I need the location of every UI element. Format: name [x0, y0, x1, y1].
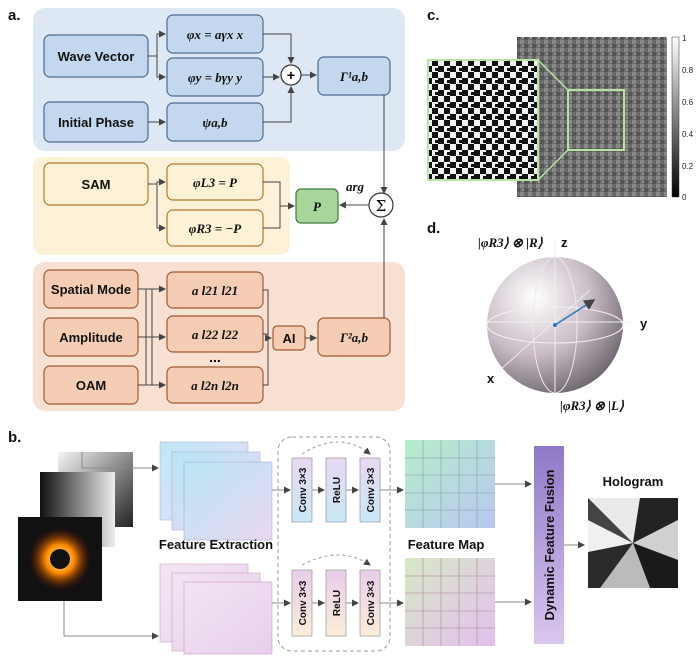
conv-chain-bottom: Conv 3×3 ReLU Conv 3×3 [291, 554, 381, 637]
conv2-top-label: Conv 3×3 [366, 467, 377, 512]
sam-connectors [148, 178, 369, 232]
arg-label: arg [346, 179, 365, 194]
relu-bottom-label: ReLU [332, 590, 343, 616]
a21-formula: a l21 l21 [192, 283, 238, 298]
hologram-label: Hologram [603, 474, 664, 489]
axis-z-label: z [561, 235, 568, 250]
ai-box: AI [272, 325, 306, 351]
feature-map-top [405, 440, 495, 528]
conv2-bottom-label: Conv 3×3 [366, 580, 377, 625]
conv1-top-label: Conv 3×3 [298, 467, 309, 512]
panel-label-c: c. [427, 7, 440, 24]
ai-label: AI [283, 331, 296, 346]
initial-phase-label: Initial Phase [58, 115, 134, 130]
plus-symbol: + [287, 67, 295, 83]
initial-phase-box: Initial Phase [43, 101, 149, 143]
plus-node: + [280, 64, 302, 86]
oam-box: OAM [43, 365, 139, 405]
sam-label: SAM [82, 177, 111, 192]
tick-0.4: 0.4 [682, 130, 694, 139]
gamma1-formula: Γ¹a,b [339, 69, 368, 84]
tick-0.2: 0.2 [682, 162, 694, 171]
gamma2-box: Γ²a,b [317, 317, 391, 357]
axis-y-label: y [640, 316, 648, 331]
tick-0: 0 [682, 193, 687, 202]
tick-1: 1 [682, 34, 687, 43]
colorbar [671, 36, 680, 198]
ellipsis: ... [209, 349, 221, 365]
wave-vector-label: Wave Vector [58, 49, 135, 64]
zoom-line-top [537, 59, 569, 91]
dynamic-fusion-box [534, 446, 564, 644]
relu-top-label: ReLU [332, 477, 343, 503]
a22-formula: a l22 l22 [192, 327, 239, 342]
phase-map-zoom [427, 59, 539, 181]
colorbar-ticks: 1 0.8 0.6 0.4 0.2 0 [682, 34, 694, 202]
wave-vector-box: Wave Vector [43, 34, 149, 78]
a22-box: a l22 l22 [166, 315, 264, 353]
spatial-mode-box: Spatial Mode [43, 269, 139, 309]
amplitude-box: Amplitude [43, 317, 139, 357]
phi-x-formula: φx = aγx x [187, 27, 244, 42]
panel-label-b: b. [8, 429, 21, 446]
fusion-connectors [495, 480, 585, 606]
psi-formula: ψa,b [203, 115, 228, 130]
phi-y-box: φy = bγy y [166, 57, 264, 97]
phi-y-formula: φy = bγy y [188, 70, 242, 85]
gamma2-formula: Γ²a,b [339, 330, 368, 345]
feature-map-bottom [405, 558, 495, 646]
p-formula: P [313, 199, 322, 214]
feature-extraction-bottom [159, 563, 273, 655]
hologram-image [588, 498, 678, 588]
panel-label-d: d. [427, 220, 440, 237]
input-connectors [63, 452, 159, 640]
a21-box: a l21 l21 [166, 271, 264, 309]
top-state-label: |φR3⟩ ⊗ |R⟩ [478, 235, 544, 250]
phi-r3-box: φR3 = −P [166, 209, 264, 247]
feature-extraction-top [159, 441, 273, 541]
sum-node: Σ [368, 192, 394, 218]
oam-connectors [138, 218, 388, 389]
a2n-formula: a l2n l2n [191, 378, 239, 393]
dynamic-fusion-label: Dynamic Feature Fusion [542, 469, 557, 620]
conv-chain-top: Conv 3×3 ReLU Conv 3×3 [291, 441, 381, 523]
conv-container [277, 436, 391, 652]
conv1-bottom-label: Conv 3×3 [298, 580, 309, 625]
psi-box: ψa,b [166, 102, 264, 142]
phi-r3-formula: φR3 = −P [189, 221, 243, 236]
feature-map-label: Feature Map [408, 537, 485, 552]
panel-label-a: a. [8, 7, 21, 24]
phi-x-box: φx = aγx x [166, 14, 264, 54]
spatial-mode-label: Spatial Mode [51, 282, 131, 297]
input-stack [18, 452, 133, 601]
tick-0.6: 0.6 [682, 98, 694, 107]
zoom-line-bottom [537, 149, 569, 181]
tick-0.8: 0.8 [682, 66, 694, 75]
phi-l3-formula: φL3 = P [193, 175, 238, 190]
gamma1-box: Γ¹a,b [317, 56, 391, 96]
conv-connectors [272, 486, 404, 607]
poincare-sphere [486, 238, 632, 394]
a2n-box: a l2n l2n [166, 366, 264, 404]
bottom-state-label: |φR3⟩ ⊗ |L⟩ [560, 398, 625, 413]
p-box: P [295, 188, 339, 224]
phi-l3-box: φL3 = P [166, 163, 264, 201]
feature-extraction-label: Feature Extraction [159, 537, 273, 552]
axis-x-label: x [487, 371, 495, 386]
oam-label: OAM [76, 378, 106, 393]
amplitude-label: Amplitude [59, 330, 123, 345]
wave-connectors [148, 30, 388, 194]
sam-box: SAM [43, 162, 149, 206]
sum-symbol: Σ [376, 197, 387, 215]
zoom-region [567, 89, 625, 151]
